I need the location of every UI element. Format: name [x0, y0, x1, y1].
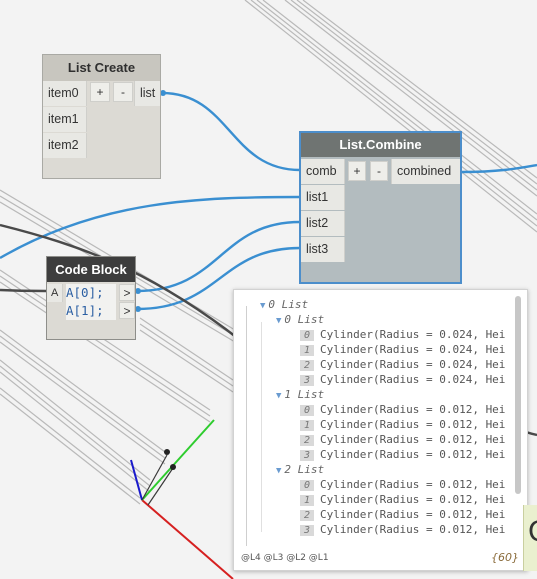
code-line-1[interactable]: A[1];: [66, 302, 116, 320]
node-title[interactable]: List.Combine: [301, 133, 460, 157]
add-input-button[interactable]: +: [90, 82, 110, 102]
preview-footer: @L4 @L3 @L2 @L1 {60}: [234, 544, 527, 570]
list-create-node[interactable]: List Create item0 item1 item2 + - list: [42, 54, 161, 179]
expand-triangle-icon[interactable]: ▼: [276, 391, 282, 401]
background-geometry: [0, 0, 537, 505]
expand-triangle-icon[interactable]: ▼: [276, 316, 282, 326]
offscreen-node-letter: C: [528, 515, 537, 549]
list-levels[interactable]: @L4 @L3 @L2 @L1: [241, 553, 329, 563]
tree-group-1[interactable]: ▼1 List: [276, 388, 325, 401]
output-port-list[interactable]: list: [134, 81, 160, 106]
input-port-item0[interactable]: item0: [43, 81, 87, 106]
node-title[interactable]: List Create: [43, 55, 160, 81]
wire-to-list1: [0, 195, 301, 260]
preview-scrollbar[interactable]: [515, 296, 521, 494]
add-input-button[interactable]: +: [348, 161, 366, 181]
input-port-list2[interactable]: list2: [301, 211, 345, 236]
code-block-node[interactable]: Code Block A A[0]; A[1]; > >: [46, 256, 136, 340]
input-port-item2[interactable]: item2: [43, 133, 87, 158]
expand-triangle-icon[interactable]: ▼: [260, 301, 266, 311]
tree-group-0[interactable]: ▼0 List: [276, 313, 325, 326]
item-count: {60}: [491, 551, 519, 564]
tree-group-2[interactable]: ▼2 List: [276, 463, 325, 476]
expand-triangle-icon[interactable]: ▼: [276, 466, 282, 476]
port-dots: [135, 90, 166, 312]
remove-input-button[interactable]: -: [113, 82, 133, 102]
remove-input-button[interactable]: -: [370, 161, 388, 181]
wire-input-to-codeblock: [0, 288, 47, 293]
input-port-comb[interactable]: comb: [301, 159, 345, 184]
wire-combined-out: [461, 163, 537, 174]
input-port-list1[interactable]: list1: [301, 185, 345, 210]
input-port-item1[interactable]: item1: [43, 107, 87, 132]
wire-a1-to-list3: [136, 246, 301, 311]
wire-list-to-comb: [161, 91, 301, 172]
input-port-list3[interactable]: list3: [301, 237, 345, 262]
output-port-combined[interactable]: combined: [391, 159, 460, 184]
tree-root[interactable]: ▼0 List: [260, 298, 309, 311]
input-port-a[interactable]: A: [47, 284, 63, 302]
output-port-1[interactable]: >: [119, 302, 135, 319]
output-port-0[interactable]: >: [119, 284, 135, 301]
code-line-0[interactable]: A[0];: [66, 284, 116, 302]
list-combine-node[interactable]: List.Combine comb list1 list2 list3 + - …: [299, 131, 462, 284]
offscreen-node-edge[interactable]: C: [523, 505, 537, 571]
axis-gizmo: [130, 419, 234, 579]
node-title[interactable]: Code Block: [47, 257, 135, 282]
